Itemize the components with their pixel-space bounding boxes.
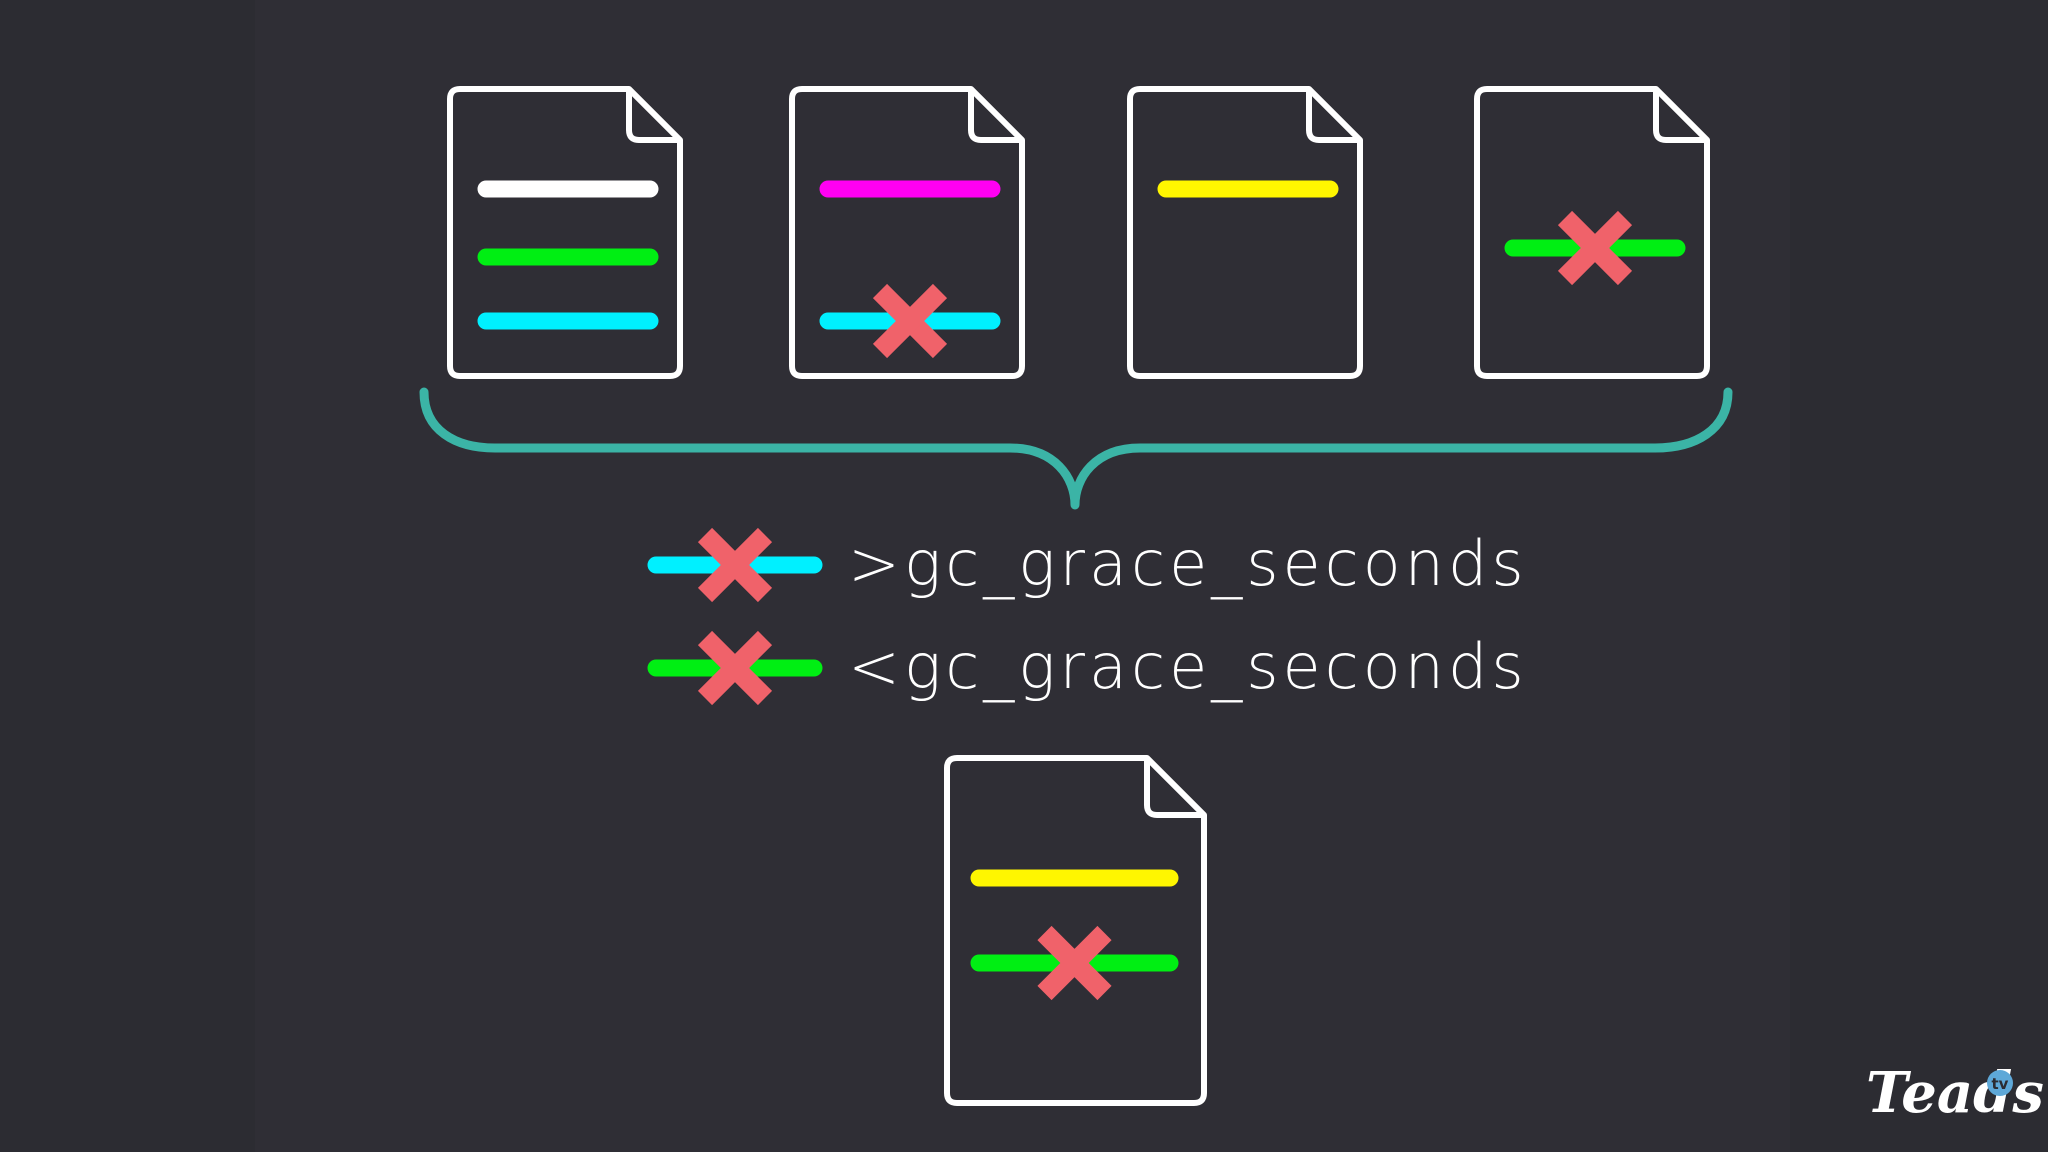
delete-x-icon xyxy=(872,283,948,359)
document-icon xyxy=(789,86,1025,379)
document-fold xyxy=(1306,89,1360,143)
legend-operator: > xyxy=(848,527,904,600)
legend-operator: < xyxy=(848,630,904,703)
sstable-4 xyxy=(1474,86,1710,379)
document-icon xyxy=(944,755,1207,1106)
legend-row: <gc_grace_seconds xyxy=(647,630,1528,706)
document-fold xyxy=(1653,89,1707,143)
deleted-row-line xyxy=(970,925,1179,1001)
compacted-sstable xyxy=(944,755,1207,1106)
deleted-row-line xyxy=(647,527,823,603)
legend-label: gc_grace_seconds xyxy=(904,630,1528,703)
delete-x-icon xyxy=(1037,925,1112,1001)
document-fold xyxy=(968,89,1022,143)
deleted-row-line xyxy=(1504,210,1686,286)
sstable-2 xyxy=(789,86,1025,379)
teads-logo: Teads tv xyxy=(1866,1060,2044,1126)
deleted-row-line xyxy=(819,283,1001,359)
legend-label: gc_grace_seconds xyxy=(904,527,1528,600)
result-sstable xyxy=(944,755,1207,1106)
document-fold xyxy=(626,89,680,143)
document-icon xyxy=(1474,86,1710,379)
legend: >gc_grace_seconds<gc_grace_seconds xyxy=(647,527,1528,706)
sstable-3 xyxy=(1127,86,1363,379)
document-icon xyxy=(1127,86,1363,379)
deleted-row-line xyxy=(647,630,823,706)
legend-row: >gc_grace_seconds xyxy=(647,527,1528,603)
sstable-row xyxy=(447,86,1710,379)
delete-x-icon xyxy=(1557,210,1633,286)
document-icon xyxy=(447,86,683,379)
logo-badge xyxy=(1987,1070,2013,1096)
delete-x-icon xyxy=(697,630,773,706)
logo-badge-text: tv xyxy=(1992,1075,2009,1093)
sstable-1 xyxy=(447,86,683,379)
curly-brace-icon xyxy=(419,387,1733,510)
delete-x-icon xyxy=(697,527,773,603)
logo-wordmark: Teads xyxy=(1866,1060,2044,1126)
document-fold xyxy=(1144,758,1204,818)
